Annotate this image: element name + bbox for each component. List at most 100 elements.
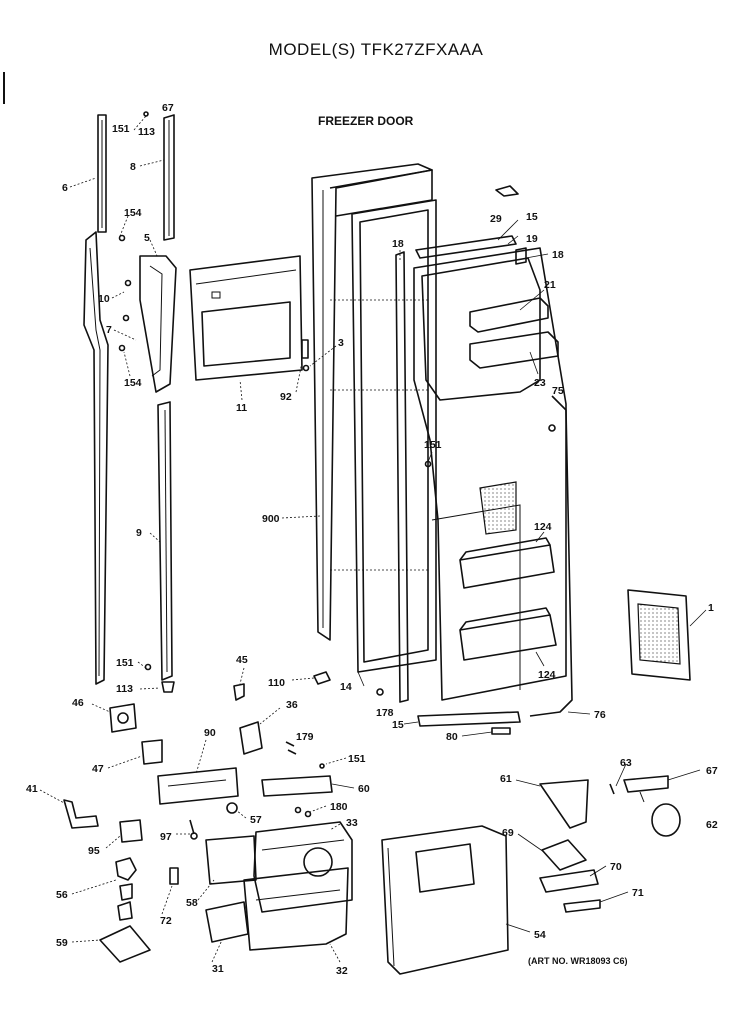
- label-124-bottom: 124: [538, 669, 556, 681]
- part-62-disc: [651, 803, 681, 837]
- part-57-nut: [226, 802, 238, 814]
- part-labels: 151 113 67 6 8 154 5 10 7 154 9 151 113 …: [26, 102, 718, 977]
- part-95-block: [119, 819, 143, 843]
- label-70: 70: [610, 861, 622, 873]
- label-69: 69: [502, 827, 514, 839]
- part-56-auger-parts: [115, 857, 137, 921]
- label-67-right: 67: [706, 765, 718, 777]
- label-11: 11: [236, 402, 247, 414]
- part-80-clip: [491, 727, 511, 735]
- part-1-instruction-card: [627, 589, 691, 681]
- label-154-bottom: 154: [124, 377, 142, 389]
- label-61: 61: [500, 773, 512, 785]
- part-14-door-gasket: [351, 199, 437, 673]
- part-8-trim-strip: [163, 114, 175, 241]
- part-9-lower-strip: [157, 401, 173, 681]
- label-178: 178: [376, 707, 394, 719]
- label-95: 95: [88, 845, 100, 857]
- part-75-76-wire: [529, 395, 573, 717]
- part-46-actuator: [109, 703, 137, 733]
- label-18-left: 18: [392, 238, 404, 250]
- part-70-bracket: [539, 869, 599, 893]
- part-151-small-screw: [319, 763, 325, 769]
- label-80: 80: [446, 731, 458, 743]
- label-124-top: 124: [534, 521, 552, 533]
- part-59-drip-tray: [99, 925, 151, 963]
- part-41-lever: [63, 799, 99, 829]
- label-45: 45: [236, 654, 248, 666]
- part-61-chute: [539, 779, 589, 829]
- label-59: 59: [56, 937, 68, 949]
- label-113-low: 113: [116, 683, 133, 695]
- part-36-bracket: [239, 721, 263, 755]
- part-90-cover: [157, 767, 239, 805]
- label-5: 5: [144, 232, 150, 244]
- part-6-trim-strip: [97, 114, 107, 233]
- label-46: 46: [72, 697, 84, 709]
- part-71-rod: [563, 899, 601, 913]
- part-69-flap: [541, 839, 587, 871]
- label-21: 21: [544, 279, 556, 291]
- label-60: 60: [358, 783, 370, 795]
- label-3: 3: [338, 337, 344, 349]
- diagram-subtitle: FREEZER DOOR: [318, 114, 414, 128]
- label-151-mid: 151: [424, 439, 442, 451]
- label-10: 10: [98, 293, 110, 305]
- label-92: 92: [280, 391, 292, 403]
- part-47-switch: [141, 739, 163, 765]
- label-36: 36: [286, 699, 298, 711]
- label-47: 47: [92, 763, 104, 775]
- part-63-67-bracket: [609, 775, 669, 803]
- label-72: 72: [160, 915, 172, 927]
- label-62: 62: [706, 819, 718, 831]
- art-number: (ART NO. WR18093 C6): [528, 956, 628, 966]
- part-72-pin: [169, 867, 179, 885]
- part-45-clip: [233, 683, 245, 701]
- part-5-door-handle: [139, 255, 177, 393]
- part-33-motor-housing: [205, 821, 353, 913]
- part-54-dispenser-housing: [381, 825, 509, 975]
- part-900-outer-door: [311, 163, 433, 641]
- label-75: 75: [552, 385, 564, 397]
- screws-10-154: [118, 111, 175, 693]
- label-57: 57: [250, 814, 262, 826]
- label-33: 33: [346, 817, 358, 829]
- label-23: 23: [534, 377, 546, 389]
- label-180: 180: [330, 801, 348, 813]
- part-7-side-trim: [83, 231, 109, 685]
- label-58: 58: [186, 897, 198, 909]
- part-32-container: [243, 867, 349, 951]
- part-21-23-shelves: [469, 297, 559, 369]
- label-151-disp: 151: [348, 753, 366, 765]
- label-41: 41: [26, 783, 38, 795]
- part-180-screws: [294, 806, 312, 818]
- label-151-low: 151: [116, 657, 134, 669]
- label-15-bottom: 15: [392, 719, 404, 731]
- label-14: 14: [340, 681, 352, 693]
- part-179-screw: [285, 741, 297, 755]
- leader-lines: [39, 115, 707, 963]
- label-32: 32: [336, 965, 348, 977]
- part-11-dispenser-panel: [189, 255, 303, 381]
- part-178-screw: [376, 688, 384, 696]
- page-title: MODEL(S) TFK27ZFXAAA: [268, 40, 484, 59]
- label-154-top: 154: [124, 207, 142, 219]
- label-7: 7: [106, 324, 112, 336]
- label-15-top: 15: [526, 211, 538, 223]
- label-54: 54: [534, 929, 546, 941]
- label-56: 56: [56, 889, 68, 901]
- label-71: 71: [632, 887, 644, 899]
- part-124-door-bins: [459, 537, 557, 661]
- part-31-bracket: [205, 901, 249, 943]
- part-97-spring: [189, 819, 198, 840]
- label-179: 179: [296, 731, 314, 743]
- label-9: 9: [136, 527, 142, 539]
- label-18-right: 18: [552, 249, 564, 261]
- part-92-3-screws: [301, 339, 310, 372]
- label-1: 1: [708, 602, 714, 614]
- label-900: 900: [262, 513, 280, 525]
- label-29: 29: [490, 213, 502, 225]
- part-60-bar: [261, 775, 333, 797]
- label-8: 8: [130, 161, 136, 173]
